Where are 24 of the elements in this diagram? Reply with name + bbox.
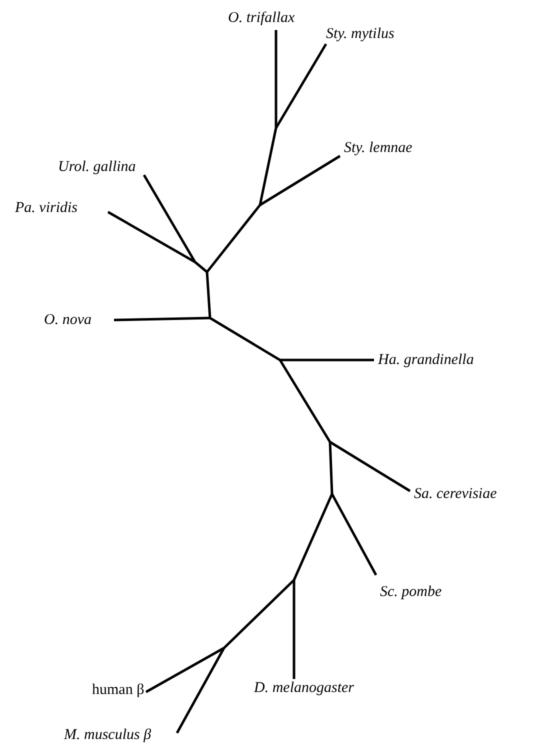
- branch-line: [329, 440, 411, 492]
- branch-line: [330, 493, 378, 576]
- species-label: Sa. cerevisiae: [414, 485, 497, 503]
- species-label: Sc. pombe: [380, 583, 442, 601]
- branch-line: [274, 30, 278, 128]
- species-label: Sty. mytilus: [326, 25, 394, 43]
- branch-line: [280, 358, 374, 362]
- species-label: D. melanogaster: [254, 679, 354, 697]
- species-label: O. trifallax: [228, 9, 295, 27]
- branch-line: [114, 316, 210, 322]
- species-label: Urol. gallina: [58, 158, 136, 176]
- species-label: M. musculus β: [64, 726, 152, 744]
- species-label: human β: [92, 681, 144, 699]
- branch-line: [145, 646, 225, 694]
- branch-line: [292, 580, 296, 679]
- species-label: O. nova: [44, 311, 92, 329]
- species-label: Sty. lemnae: [344, 139, 412, 157]
- branch-line: [274, 43, 328, 129]
- branch-line: [176, 647, 226, 734]
- branch-line: [107, 210, 196, 264]
- species-label: Ha. grandinella: [378, 351, 474, 369]
- species-label: Pa. viridis: [15, 199, 78, 217]
- branch-line: [142, 174, 196, 263]
- branch-line: [259, 154, 341, 206]
